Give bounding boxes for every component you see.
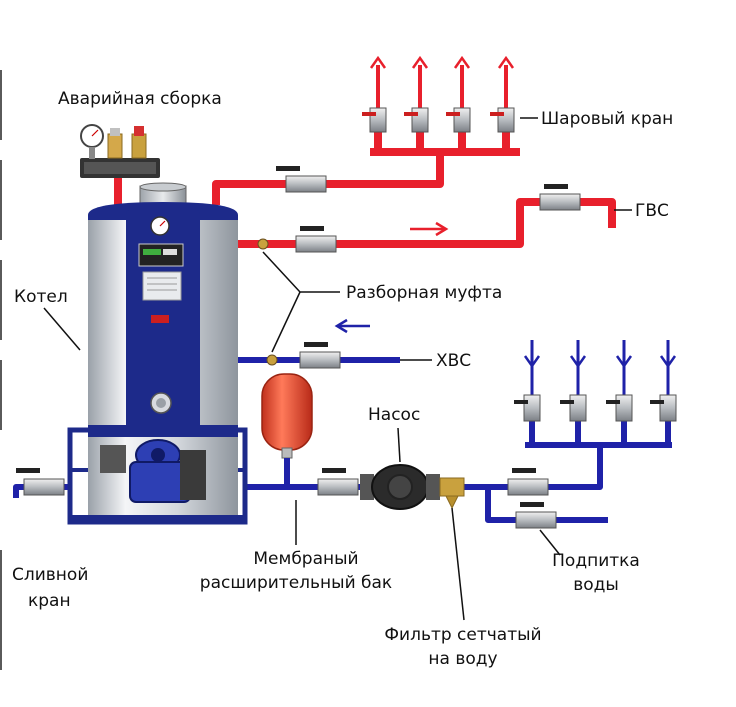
emergency-assembly bbox=[80, 124, 160, 178]
label-water-makeup-1: Подпитка bbox=[552, 551, 640, 571]
label-union-coupling: Разборная муфта bbox=[346, 283, 503, 303]
ball-valve-icon bbox=[446, 107, 471, 133]
label-emergency-assembly: Аварийная сборка bbox=[58, 89, 222, 109]
mesh-filter bbox=[439, 477, 465, 510]
ball-valve-icon bbox=[650, 394, 677, 422]
label-drain-valve-2: кран bbox=[28, 591, 71, 611]
label-water-makeup-2: воды bbox=[573, 575, 619, 595]
label-membrane-tank-1: Мембраный bbox=[253, 549, 359, 569]
union-coupling-icon bbox=[257, 238, 269, 250]
ball-valves bbox=[16, 107, 677, 529]
air-vent-icon bbox=[107, 133, 123, 159]
brand-badge bbox=[151, 315, 169, 323]
ball-valve-icon bbox=[295, 226, 337, 253]
ball-valve-icon bbox=[507, 468, 549, 496]
union-coupling-icon bbox=[266, 354, 278, 366]
safety-valve-icon bbox=[131, 133, 147, 159]
ball-valve-icon bbox=[560, 394, 587, 422]
ball-valve-icon bbox=[514, 394, 541, 422]
ball-valve-icon bbox=[317, 468, 359, 496]
inflow-arrows-down bbox=[523, 355, 677, 369]
membrane-tank bbox=[261, 373, 313, 487]
hot-water-pipes bbox=[114, 130, 616, 248]
label-boiler: Котел bbox=[14, 287, 68, 307]
boiler bbox=[67, 182, 248, 525]
ball-valve-icon bbox=[276, 166, 327, 193]
ball-valve-icon bbox=[299, 342, 341, 369]
manifold-valve-tails-cold bbox=[530, 340, 670, 395]
outflow-arrows-up bbox=[369, 55, 515, 69]
ball-valve-icon bbox=[490, 107, 515, 133]
leader-lines bbox=[43, 117, 632, 621]
ball-valve-icon bbox=[362, 107, 387, 133]
label-mesh-filter-2: на воду bbox=[428, 649, 498, 669]
pump bbox=[360, 464, 440, 510]
ball-valve-icon bbox=[515, 502, 557, 529]
label-cold-water: ХВС bbox=[436, 351, 472, 371]
flow-arrow-left-icon bbox=[334, 318, 370, 334]
ball-valve-icon bbox=[539, 184, 581, 211]
ball-valve-icon bbox=[404, 107, 429, 133]
label-ball-valve: Шаровый кран bbox=[541, 109, 674, 129]
label-mesh-filter-1: Фильтр сетчатый bbox=[384, 625, 542, 645]
manifold-valve-tails bbox=[376, 65, 508, 108]
label-pump: Насос bbox=[368, 405, 421, 425]
ball-valve-icon bbox=[606, 394, 633, 422]
label-membrane-tank-2: расширительный бак bbox=[199, 573, 393, 593]
flow-arrow-right-icon bbox=[410, 221, 449, 237]
ball-valve-icon bbox=[16, 468, 65, 496]
label-hot-water: ГВС bbox=[635, 201, 669, 221]
label-drain-valve-1: Сливной bbox=[12, 565, 89, 585]
